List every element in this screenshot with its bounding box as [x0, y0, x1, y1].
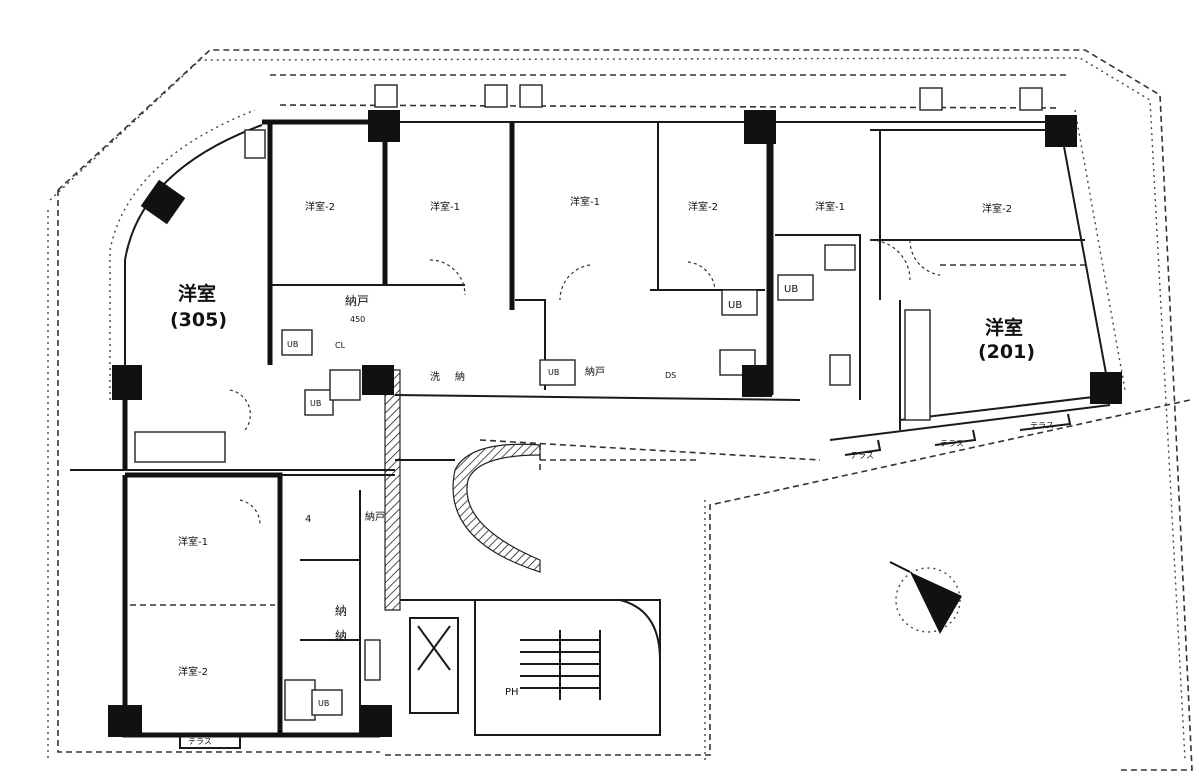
ub-label-4: UB: [784, 284, 798, 295]
room-305-name: 洋室: [178, 282, 216, 305]
north-arrow-icon: [889, 561, 962, 634]
top-room-row: [270, 122, 1090, 400]
top-balcony-strip: [270, 84, 1061, 123]
column: [140, 179, 186, 225]
wardrobe-label-top-sub: 450: [350, 315, 365, 324]
ub-label-6: UB: [548, 368, 559, 377]
room-label-top-4: 洋室-2: [688, 200, 718, 213]
stair-label: PH: [505, 687, 519, 698]
balcony-label-4: テラス: [1030, 421, 1054, 430]
room-label-top-6: 洋室-2: [982, 202, 1012, 215]
ub-label-3: UB: [728, 300, 742, 311]
balcony-label-3: テラス: [940, 439, 964, 448]
column: [1090, 372, 1122, 404]
small-closet-label-1: 洗: [430, 371, 440, 383]
room-label-left-upper: 洋室-1: [178, 535, 208, 548]
ub-label-1: UB: [287, 340, 298, 349]
site-boundary: [47, 49, 1193, 771]
wardrobe-label-left-2: 納: [335, 629, 347, 643]
unit-201-walls: [829, 109, 1126, 456]
column: [742, 365, 772, 397]
room-label-top-5: 洋室-1: [815, 200, 845, 213]
floor-mark: 4: [305, 514, 311, 525]
column: [360, 705, 392, 737]
room-305-number: (305): [170, 309, 227, 331]
closet-mark-2: DS: [665, 371, 676, 380]
column: [368, 110, 400, 142]
room-label-top-2: 洋室-1: [430, 200, 460, 213]
small-closet-label-2: 納: [455, 370, 465, 383]
wardrobe-label-top: 納戸: [345, 294, 369, 308]
storage-label-center: 納戸: [365, 510, 385, 523]
column: [362, 365, 394, 395]
column: [744, 110, 776, 144]
core-elevator-stair: [409, 599, 661, 736]
wet-areas: [229, 244, 856, 716]
balcony-label-1: テラス: [188, 737, 212, 746]
room-201-number: (201): [978, 341, 1035, 363]
room-label-top-1: 洋室-2: [305, 200, 335, 213]
labels: 洋室 (305) 洋室 (201) 洋室-2 洋室-1 洋室-1 洋室-2 洋室…: [170, 195, 1054, 746]
room-label-top-3: 洋室-1: [570, 195, 600, 208]
left-lower-block: [122, 472, 395, 749]
ub-label-5: UB: [318, 699, 329, 708]
column: [108, 705, 142, 737]
balcony-label-2: テラス: [850, 451, 874, 460]
room-label-left-lower: 洋室-2: [178, 665, 208, 678]
closet-mark-1: CL: [335, 341, 346, 350]
column: [112, 365, 142, 400]
wardrobe-label-left-1: 納: [335, 604, 347, 618]
stair-treads: [520, 630, 601, 700]
wardrobe-label-center: 納戸: [585, 365, 605, 378]
central-corridor: [384, 369, 821, 611]
room-201-name: 洋室: [985, 316, 1023, 339]
ub-label-2: UB: [310, 399, 321, 408]
unit-305-walls: [70, 109, 395, 471]
column: [1045, 115, 1077, 147]
columns: [108, 110, 1122, 737]
